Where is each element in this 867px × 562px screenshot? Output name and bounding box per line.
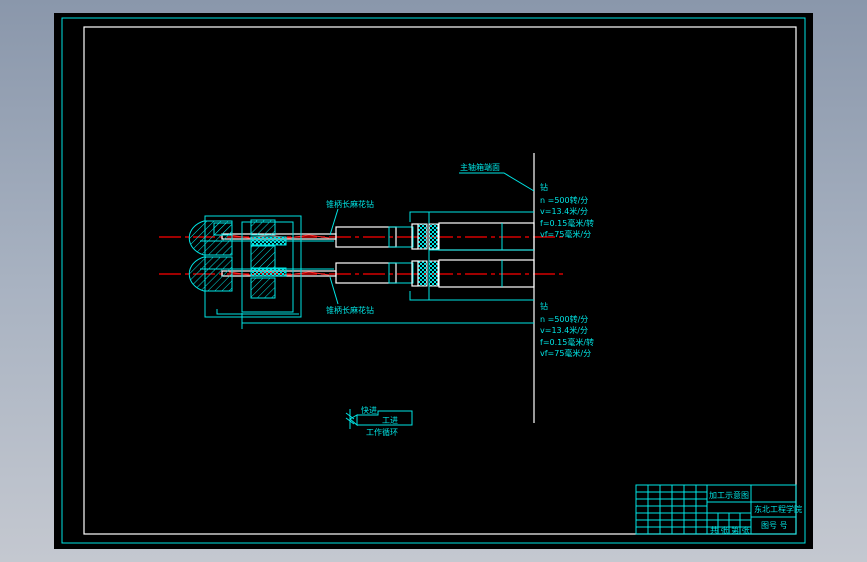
drawing-title: 加工示意图: [709, 490, 749, 500]
drawing-svg: 主轴箱端面 钻 n =500转/分 v=13.4米/分 f=0.15毫米/转 v…: [61, 17, 806, 544]
tool-holder-bottom: [335, 262, 397, 284]
title-block: 加工示意图 东北工程学院 图号 号 共 张 第 张: [635, 484, 802, 535]
params-top-f: f=0.15毫米/转: [540, 218, 594, 228]
params-bottom-title: 钻: [540, 301, 548, 311]
cad-drawing-canvas[interactable]: 主轴箱端面 钻 n =500转/分 v=13.4米/分 f=0.15毫米/转 v…: [54, 13, 813, 549]
tool-label-top: 锥柄长麻花钻: [326, 199, 374, 209]
params-bottom-n: n =500转/分: [540, 314, 588, 324]
spindle-assembly-top: [335, 211, 535, 260]
tool-label-bottom: 锥柄长麻花钻: [326, 305, 374, 315]
inner-frame: [83, 26, 797, 535]
params-top-title: 钻: [540, 182, 548, 192]
school-name: 东北工程学院: [754, 504, 802, 514]
params-top: 钻 n =500转/分 v=13.4米/分 f=0.15毫米/转 vf=75毫米…: [540, 182, 594, 239]
spindle-bottom: [438, 259, 535, 288]
cycle-work-label: 工进: [382, 416, 398, 425]
params-bottom: 钻 n =500转/分 v=13.4米/分 f=0.15毫米/转 vf=75毫米…: [540, 301, 594, 358]
cycle-label: 工作循环: [366, 427, 398, 437]
params-top-vf: vf=75毫米/分: [540, 229, 591, 239]
tool-leader-top: [329, 208, 339, 236]
params-bottom-f: f=0.15毫米/转: [540, 337, 594, 347]
outer-frame: [61, 17, 806, 544]
params-top-n: n =500转/分: [540, 195, 588, 205]
params-bottom-vf: vf=75毫米/分: [540, 348, 591, 358]
drawing-number: 图号 号: [761, 521, 788, 530]
params-top-v: v=13.4米/分: [540, 206, 588, 216]
work-cycle-diagram: 工进 快进 工作循环: [345, 405, 413, 437]
sheet-label: 共 张 第 张: [710, 525, 750, 535]
tool-leader-bottom: [329, 276, 339, 305]
fixture-workpiece: [188, 215, 534, 329]
spindle-assembly-bottom: [335, 250, 535, 301]
params-bottom-v: v=13.4米/分: [540, 325, 588, 335]
spindle-face-label: 主轴箱端面: [460, 162, 500, 172]
cycle-fast-label: 快进: [361, 405, 377, 415]
spindle-face-leader: [459, 172, 535, 192]
